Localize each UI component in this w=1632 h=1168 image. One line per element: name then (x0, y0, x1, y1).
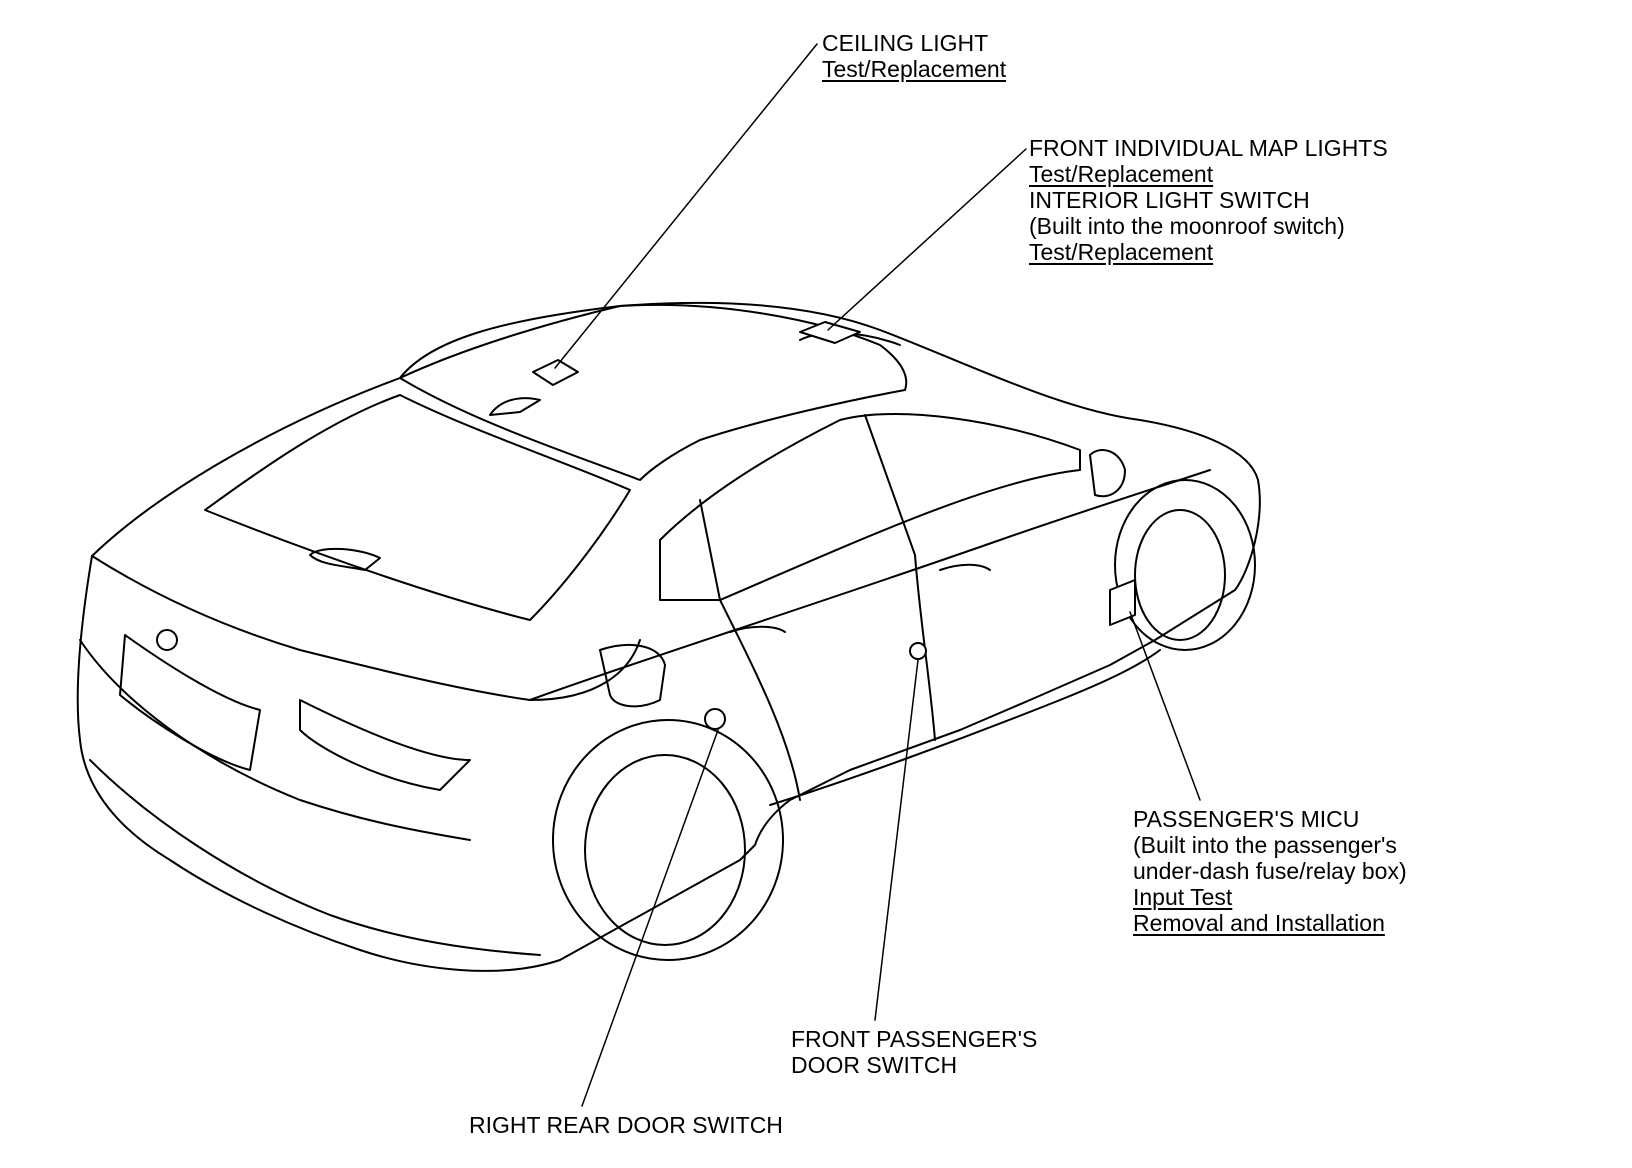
front-wheel (1134, 509, 1226, 641)
interior-light-switch-title: INTERIOR LIGHT SWITCH (1029, 187, 1310, 213)
map-lights-test-link[interactable]: Test/Replacement (1029, 161, 1214, 187)
micu-note-line2: under-dash fuse/relay box) (1133, 858, 1407, 884)
b-pillar (864, 414, 916, 556)
trunk-lid (91, 555, 641, 701)
micu-component (1109, 579, 1136, 626)
rear-door-handle (729, 625, 786, 633)
shark-fin-antenna (489, 397, 541, 416)
micu-callout: PASSENGER'S MICU (Built into the passeng… (1133, 806, 1407, 936)
leader-map-lights (827, 148, 1027, 331)
rear-window-outline (204, 394, 631, 621)
micu-title: PASSENGER'S MICU (1133, 806, 1360, 832)
rear-brake-light (309, 547, 381, 571)
license-plate-recess (119, 634, 261, 771)
leader-front-door-switch (874, 659, 919, 1021)
micu-input-test-link[interactable]: Input Test (1133, 884, 1233, 910)
fuel-door (599, 644, 666, 708)
map-light-component (799, 321, 861, 344)
front-door-switch-callout: FRONT PASSENGER'S DOOR SWITCH (791, 1026, 1037, 1078)
rear-door-switch-title: RIGHT REAR DOOR SWITCH (469, 1112, 783, 1138)
ceiling-light-title: CEILING LIGHT (822, 30, 989, 56)
leader-micu (1129, 611, 1201, 801)
rear-door-seam (719, 599, 801, 801)
interior-light-switch-note: (Built into the moonroof switch) (1029, 213, 1345, 239)
roof-outline (399, 303, 908, 481)
front-door-switch-line2: DOOR SWITCH (791, 1052, 958, 1078)
front-door-switch-line1: FRONT PASSENGER'S (791, 1026, 1038, 1052)
front-door-switch-component (909, 642, 927, 660)
map-lights-callout: FRONT INDIVIDUAL MAP LIGHTS Test/Replace… (1029, 135, 1388, 265)
side-character-line (529, 469, 1211, 701)
emblem (156, 629, 178, 651)
side-windows-outline (659, 413, 1081, 601)
mirror (1089, 449, 1126, 498)
interior-light-switch-test-link[interactable]: Test/Replacement (1029, 239, 1214, 265)
micu-removal-link[interactable]: Removal and Installation (1133, 910, 1385, 936)
rear-door-switch-component (704, 708, 726, 730)
front-door-handle (939, 563, 991, 571)
micu-note-line1: (Built into the passenger's (1133, 832, 1397, 858)
ceiling-light-test-link[interactable]: Test/Replacement (822, 56, 1007, 82)
rear-wheel-arch (552, 719, 784, 961)
ceiling-light-component (532, 359, 579, 386)
rear-bumper (79, 639, 471, 841)
taillight (299, 699, 471, 791)
rear-wheel (584, 754, 746, 946)
map-lights-title: FRONT INDIVIDUAL MAP LIGHTS (1029, 135, 1388, 161)
side-sill (769, 649, 1161, 806)
leader-rear-door-switch (581, 729, 719, 1107)
car-body-outline (76, 301, 1261, 972)
leader-ceiling-light (554, 43, 818, 369)
front-wheel-arch (1114, 479, 1256, 651)
rear-valance (89, 759, 541, 956)
ceiling-light-callout: CEILING LIGHT Test/Replacement (822, 30, 1006, 82)
c-pillar (699, 499, 721, 601)
rear-door-switch-callout: RIGHT REAR DOOR SWITCH (469, 1112, 783, 1138)
